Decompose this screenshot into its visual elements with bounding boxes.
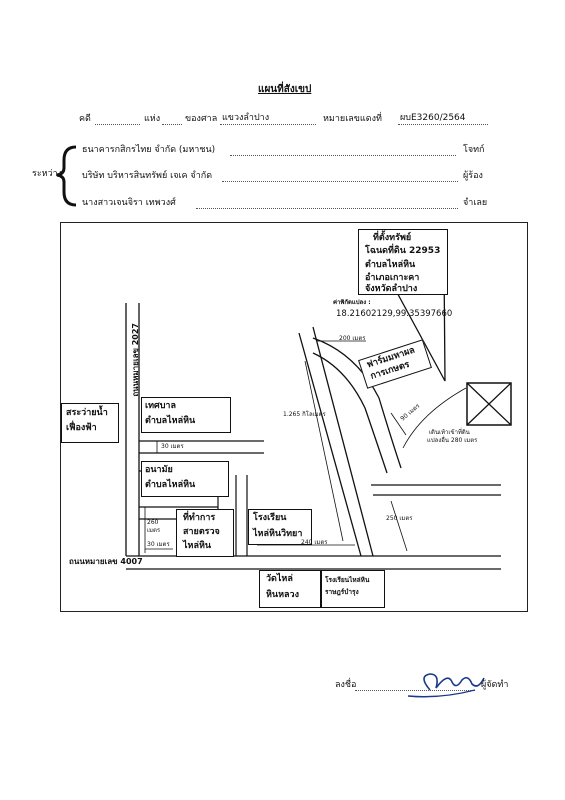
place-label: แห่ง (144, 114, 161, 124)
between-label: ระหว่าง (32, 169, 63, 179)
municipality-line-1: เทศบาล (145, 401, 177, 411)
temple-box: วัดไหล่ หินหลวง (259, 570, 321, 608)
road-2027: ถนนหมายเลข 2027 (131, 323, 140, 397)
case-blank (95, 124, 140, 125)
plaintiff-role: โจทก์ (463, 145, 485, 155)
dist-30a: 30 เมตร (161, 443, 184, 450)
police-line-3: ไหล่หิน (183, 541, 212, 551)
school2-box: โรงเรียนไหล่หิน ราษฎร์บำรุง (321, 570, 385, 608)
applicant-name: บริษัท บริหารสินทรัพย์ เจเค จำกัด (82, 171, 213, 181)
health-center-line-1: อนามัย (145, 465, 173, 475)
dist-260-unit: เมตร (147, 527, 161, 534)
defendant-name: นางสาวเจนจิรา เทพวงศ์ (82, 198, 176, 208)
dist-260-value: 260 (147, 519, 159, 526)
school-line-1: โรงเรียน (253, 513, 287, 523)
court-label: ของศาล (185, 114, 218, 124)
plaintiff-name: ธนาคารกสิกรไทย จำกัด (มหาชน) (82, 145, 216, 155)
coord-label: ค่าพิกัดแปลง : (333, 299, 371, 306)
property-district: อำเภอเกาะคา (365, 273, 420, 283)
school-line-2: ไหล่หินวิทยา (253, 529, 303, 539)
dist-30b: 30 เมตร (147, 541, 170, 548)
temple-line-2: หินหลวง (266, 590, 299, 600)
plaintiff-blank (230, 155, 456, 156)
case-label: คดี (79, 114, 91, 124)
road-4007: ถนนหมายเลข 4007 (69, 557, 143, 566)
page-title: แผนที่สังเขป (258, 84, 312, 95)
school2-line-2: ราษฎร์บำรุง (325, 588, 359, 596)
police-line-1: ที่ทำการ (183, 513, 216, 523)
property-title-deed: โฉนดที่ดิน 22953 (365, 246, 441, 256)
municipality-box: เทศบาล ตำบลไหล่หิน (141, 397, 231, 433)
health-center-line-2: ตำบลไหล่หิน (145, 480, 196, 490)
property-subdistrict: ตำบลไหล่หิน (365, 260, 416, 270)
red-no-value: ผบE3260/2564 (400, 113, 466, 123)
property-box: ที่ตั้งทรัพย์ โฉนดที่ดิน 22953 ตำบลไหล่ห… (358, 229, 448, 295)
dist-200: 200 เมตร (339, 335, 366, 342)
applicant-role: ผู้ร้อง (463, 171, 483, 181)
school-box: โรงเรียน ไหล่หินวิทยา (248, 509, 312, 545)
police-line-2: สายตรวจ (183, 527, 220, 537)
dist-250: 250 เมตร (386, 515, 413, 522)
dist-1265: 1.265 กิโลเมตร (283, 411, 326, 418)
pool-line-2: เฟื่องฟ้า (66, 423, 97, 433)
dist-240: 240 เมตร (301, 539, 328, 546)
municipality-line-2: ตำบลไหล่หิน (145, 416, 196, 426)
pool-line-1: สระว่ายน้ำ (66, 408, 108, 418)
sketch-map: ที่ตั้งทรัพย์ โฉนดที่ดิน 22953 ตำบลไหล่ห… (60, 222, 528, 612)
court-blank (220, 124, 316, 125)
health-center-box: อนามัย ตำบลไหล่หิน (141, 461, 229, 497)
property-line-1: ที่ตั้งทรัพย์ (373, 233, 412, 243)
sign-role: ผู้จัดทำ (481, 680, 509, 690)
walk-note-1: เดินเท้าเข้าที่ดิน (429, 429, 470, 436)
sign-blank (355, 690, 475, 691)
applicant-blank (222, 181, 458, 182)
temple-line-1: วัดไหล่ (266, 574, 293, 584)
sign-label: ลงชื่อ (335, 680, 357, 690)
defendant-role: จำเลย (463, 198, 488, 208)
property-province: จังหวัดลำปาง (365, 284, 418, 294)
red-no-label: หมายเลขแดงที่ (323, 114, 382, 124)
court-value: แขวงลำปาง (222, 113, 270, 123)
red-no-blank (398, 124, 488, 125)
coord-value: 18.21602129,99.35397660 (336, 309, 453, 319)
police-box: ที่ทำการ สายตรวจ ไหล่หิน (176, 509, 234, 557)
walk-note-2: แปลงอื่น 280 เมตร (427, 437, 478, 444)
place-blank (162, 124, 182, 125)
pool-box: สระว่ายน้ำ เฟื่องฟ้า (61, 403, 119, 443)
school2-line-1: โรงเรียนไหล่หิน (325, 576, 370, 584)
defendant-blank (196, 208, 458, 209)
